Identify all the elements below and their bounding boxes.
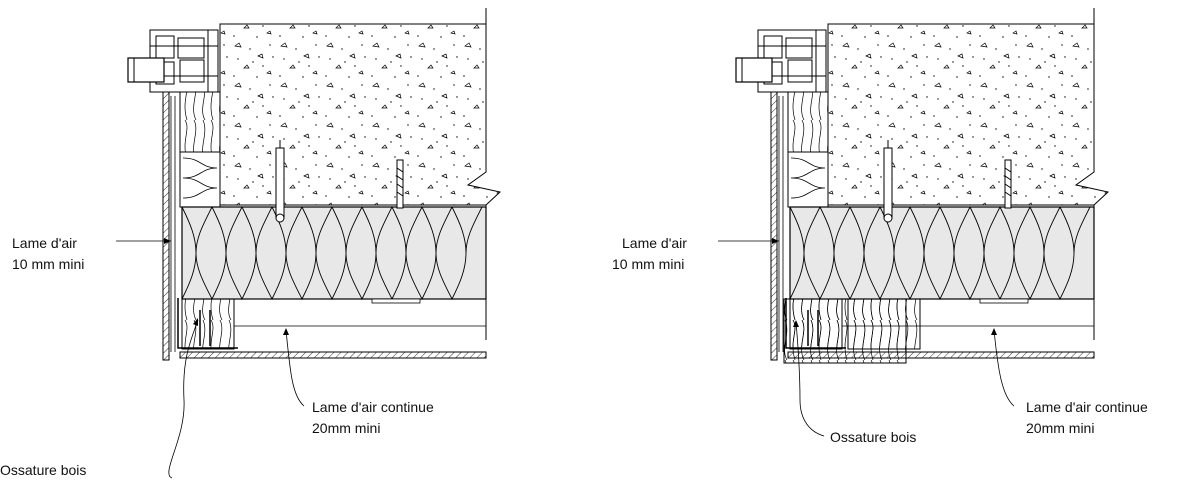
detail-left: Lame d'air 10 mm mini Lame d'air continu… (0, 7, 501, 479)
leader-air-gap-continuous (285, 329, 305, 407)
label-air-gap-small-line1: Lame d'air (622, 235, 687, 251)
leader-air-gap-continuous (993, 329, 1015, 407)
label-air-gap-continuous-line2: 20mm mini (312, 420, 380, 436)
arrowhead-air-gap-small (164, 238, 171, 244)
arrowhead-air-gap-continuous (991, 328, 997, 335)
arrowhead-timber-frame (793, 320, 799, 327)
label-air-gap-continuous-line1: Lame d'air continue (312, 399, 434, 415)
label-air-gap-continuous-line1: Lame d'air continue (1026, 399, 1148, 415)
label-air-gap-continuous-line2: 20mm mini (1026, 420, 1094, 436)
label-air-gap-small-line1: Lame d'air (12, 235, 77, 251)
leader-timber-frame (168, 319, 199, 479)
arrowhead-air-gap-continuous (283, 328, 289, 335)
label-air-gap-small-line2: 10 mm mini (612, 256, 684, 272)
arrowhead-timber-frame (193, 318, 198, 326)
detail-right: Lame d'air 10 mm mini Lame d'air continu… (612, 7, 1148, 445)
label-air-gap-small-line2: 10 mm mini (12, 256, 84, 272)
label-timber-frame: Ossature bois (830, 429, 916, 445)
arrowhead-air-gap-small (772, 238, 779, 244)
label-timber-frame: Ossature bois (0, 462, 86, 478)
leader-timber-frame (795, 321, 825, 437)
